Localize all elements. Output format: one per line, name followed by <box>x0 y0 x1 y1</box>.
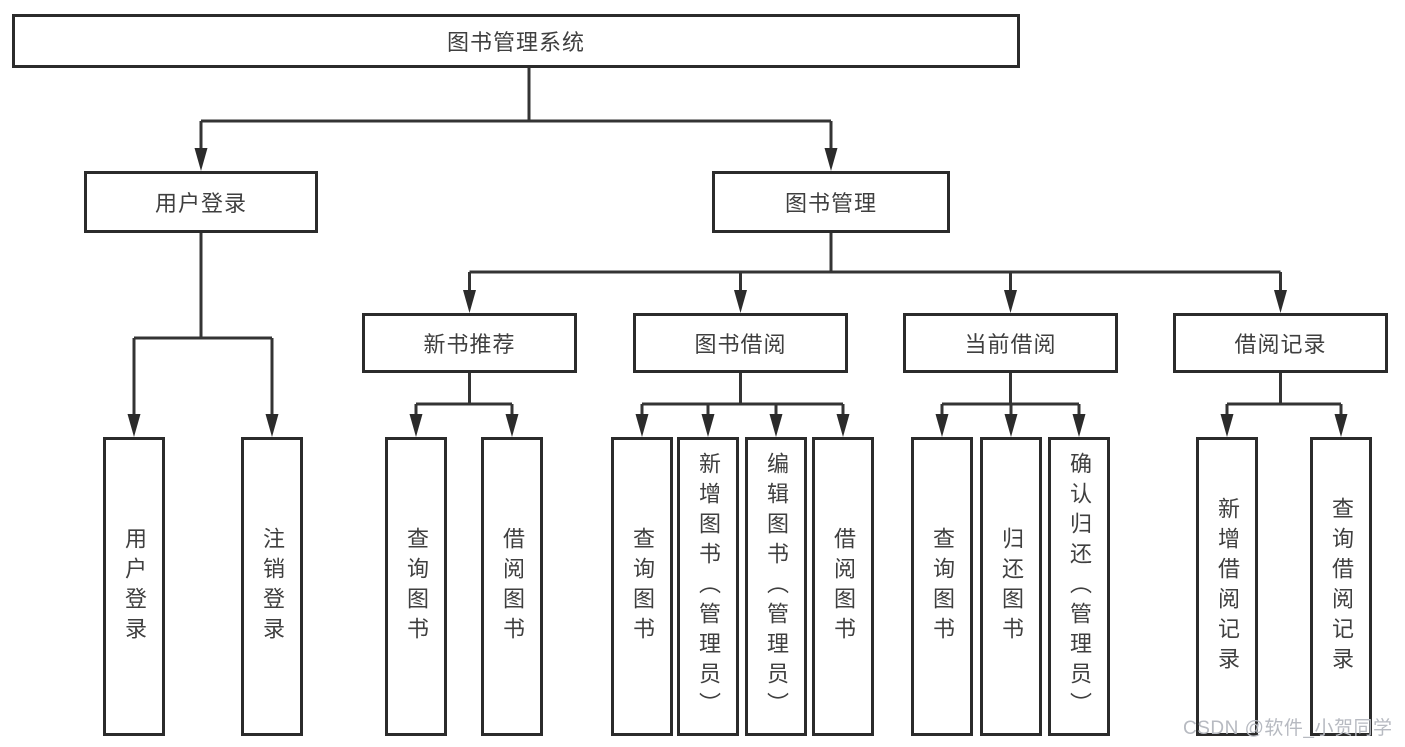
arrowhead <box>1334 414 1348 437</box>
arrowhead <box>1274 290 1287 313</box>
node-leaf-query-books-3: 查询图书 <box>911 437 973 736</box>
arrowhead <box>1004 290 1017 313</box>
node-new-book-recommend: 新书推荐 <box>362 313 577 373</box>
node-label: 用户登录 <box>154 191 247 216</box>
arrowhead <box>265 414 279 437</box>
node-label: 新书推荐 <box>423 332 516 357</box>
node-leaf-borrow-books-2: 借阅图书 <box>812 437 874 736</box>
node-label: 借阅记录 <box>1234 332 1327 357</box>
node-label: 归还图书 <box>999 526 1024 647</box>
arrowhead <box>734 290 747 313</box>
node-leaf-borrow-books-1: 借阅图书 <box>481 437 543 736</box>
node-root-library-system: 图书管理系统 <box>12 14 1020 68</box>
node-leaf-logout: 注销登录 <box>241 437 303 736</box>
node-current-borrowing: 当前借阅 <box>903 313 1118 373</box>
node-leaf-edit-book-admin: 编辑图书（管理员） <box>745 437 807 736</box>
connector-current-to-leaves <box>940 373 1081 417</box>
arrowhead <box>1220 414 1234 437</box>
arrowhead <box>409 414 423 437</box>
connector-borrowing-to-leaves <box>640 373 845 417</box>
node-leaf-return-book: 归还图书 <box>980 437 1042 736</box>
node-label: 借阅图书 <box>500 526 525 647</box>
node-label: 借阅图书 <box>831 526 856 647</box>
node-label: 图书管理 <box>784 191 877 216</box>
arrowheads <box>127 148 1348 437</box>
node-label: 查询图书 <box>630 526 655 647</box>
node-label: 编辑图书（管理员） <box>764 451 789 722</box>
node-leaf-add-borrow-record: 新增借阅记录 <box>1196 437 1258 736</box>
arrowhead <box>935 414 949 437</box>
connector-newbooks-to-leaves <box>414 373 514 417</box>
node-label: 查询借阅记录 <box>1329 496 1354 677</box>
arrowhead <box>463 290 476 313</box>
node-label: 新增图书（管理员） <box>696 451 721 722</box>
arrowhead <box>194 148 208 171</box>
arrowhead <box>1004 414 1018 437</box>
node-leaf-user-login: 用户登录 <box>103 437 165 736</box>
node-label: 图书借阅 <box>694 332 787 357</box>
node-user-login: 用户登录 <box>84 171 318 233</box>
connector-records-to-leaves <box>1225 373 1343 417</box>
node-label: 当前借阅 <box>964 332 1057 357</box>
node-label: 新增借阅记录 <box>1215 496 1240 677</box>
node-label: 用户登录 <box>122 526 147 647</box>
connector-bookmgmt-to-level3 <box>468 233 1282 293</box>
node-label: 图书管理系统 <box>446 30 585 55</box>
node-leaf-confirm-return-admin: 确认归还（管理员） <box>1048 437 1110 736</box>
node-borrow-records: 借阅记录 <box>1173 313 1388 373</box>
node-leaf-add-book-admin: 新增图书（管理员） <box>677 437 739 736</box>
node-book-management: 图书管理 <box>712 171 950 233</box>
csdn-watermark: CSDN @软件_小贺同学 <box>1183 718 1393 739</box>
node-leaf-query-books-2: 查询图书 <box>611 437 673 736</box>
connector-userlogin-to-leaves <box>132 233 274 417</box>
arrowhead <box>824 148 838 171</box>
arrowhead <box>836 414 850 437</box>
node-book-borrowing: 图书借阅 <box>633 313 848 373</box>
node-label: 查询图书 <box>404 526 429 647</box>
arrowhead <box>1072 414 1086 437</box>
arrowhead <box>127 414 141 437</box>
node-leaf-query-borrow-record: 查询借阅记录 <box>1310 437 1372 736</box>
arrowhead <box>635 414 649 437</box>
arrowhead <box>769 414 783 437</box>
node-label: 确认归还（管理员） <box>1067 451 1092 722</box>
node-label: 查询图书 <box>930 526 955 647</box>
connector-lines <box>132 68 1343 417</box>
node-leaf-query-books-1: 查询图书 <box>385 437 447 736</box>
connector-root-to-level2 <box>199 68 833 151</box>
arrowhead <box>505 414 519 437</box>
arrowhead <box>701 414 715 437</box>
node-label: 注销登录 <box>260 526 285 647</box>
